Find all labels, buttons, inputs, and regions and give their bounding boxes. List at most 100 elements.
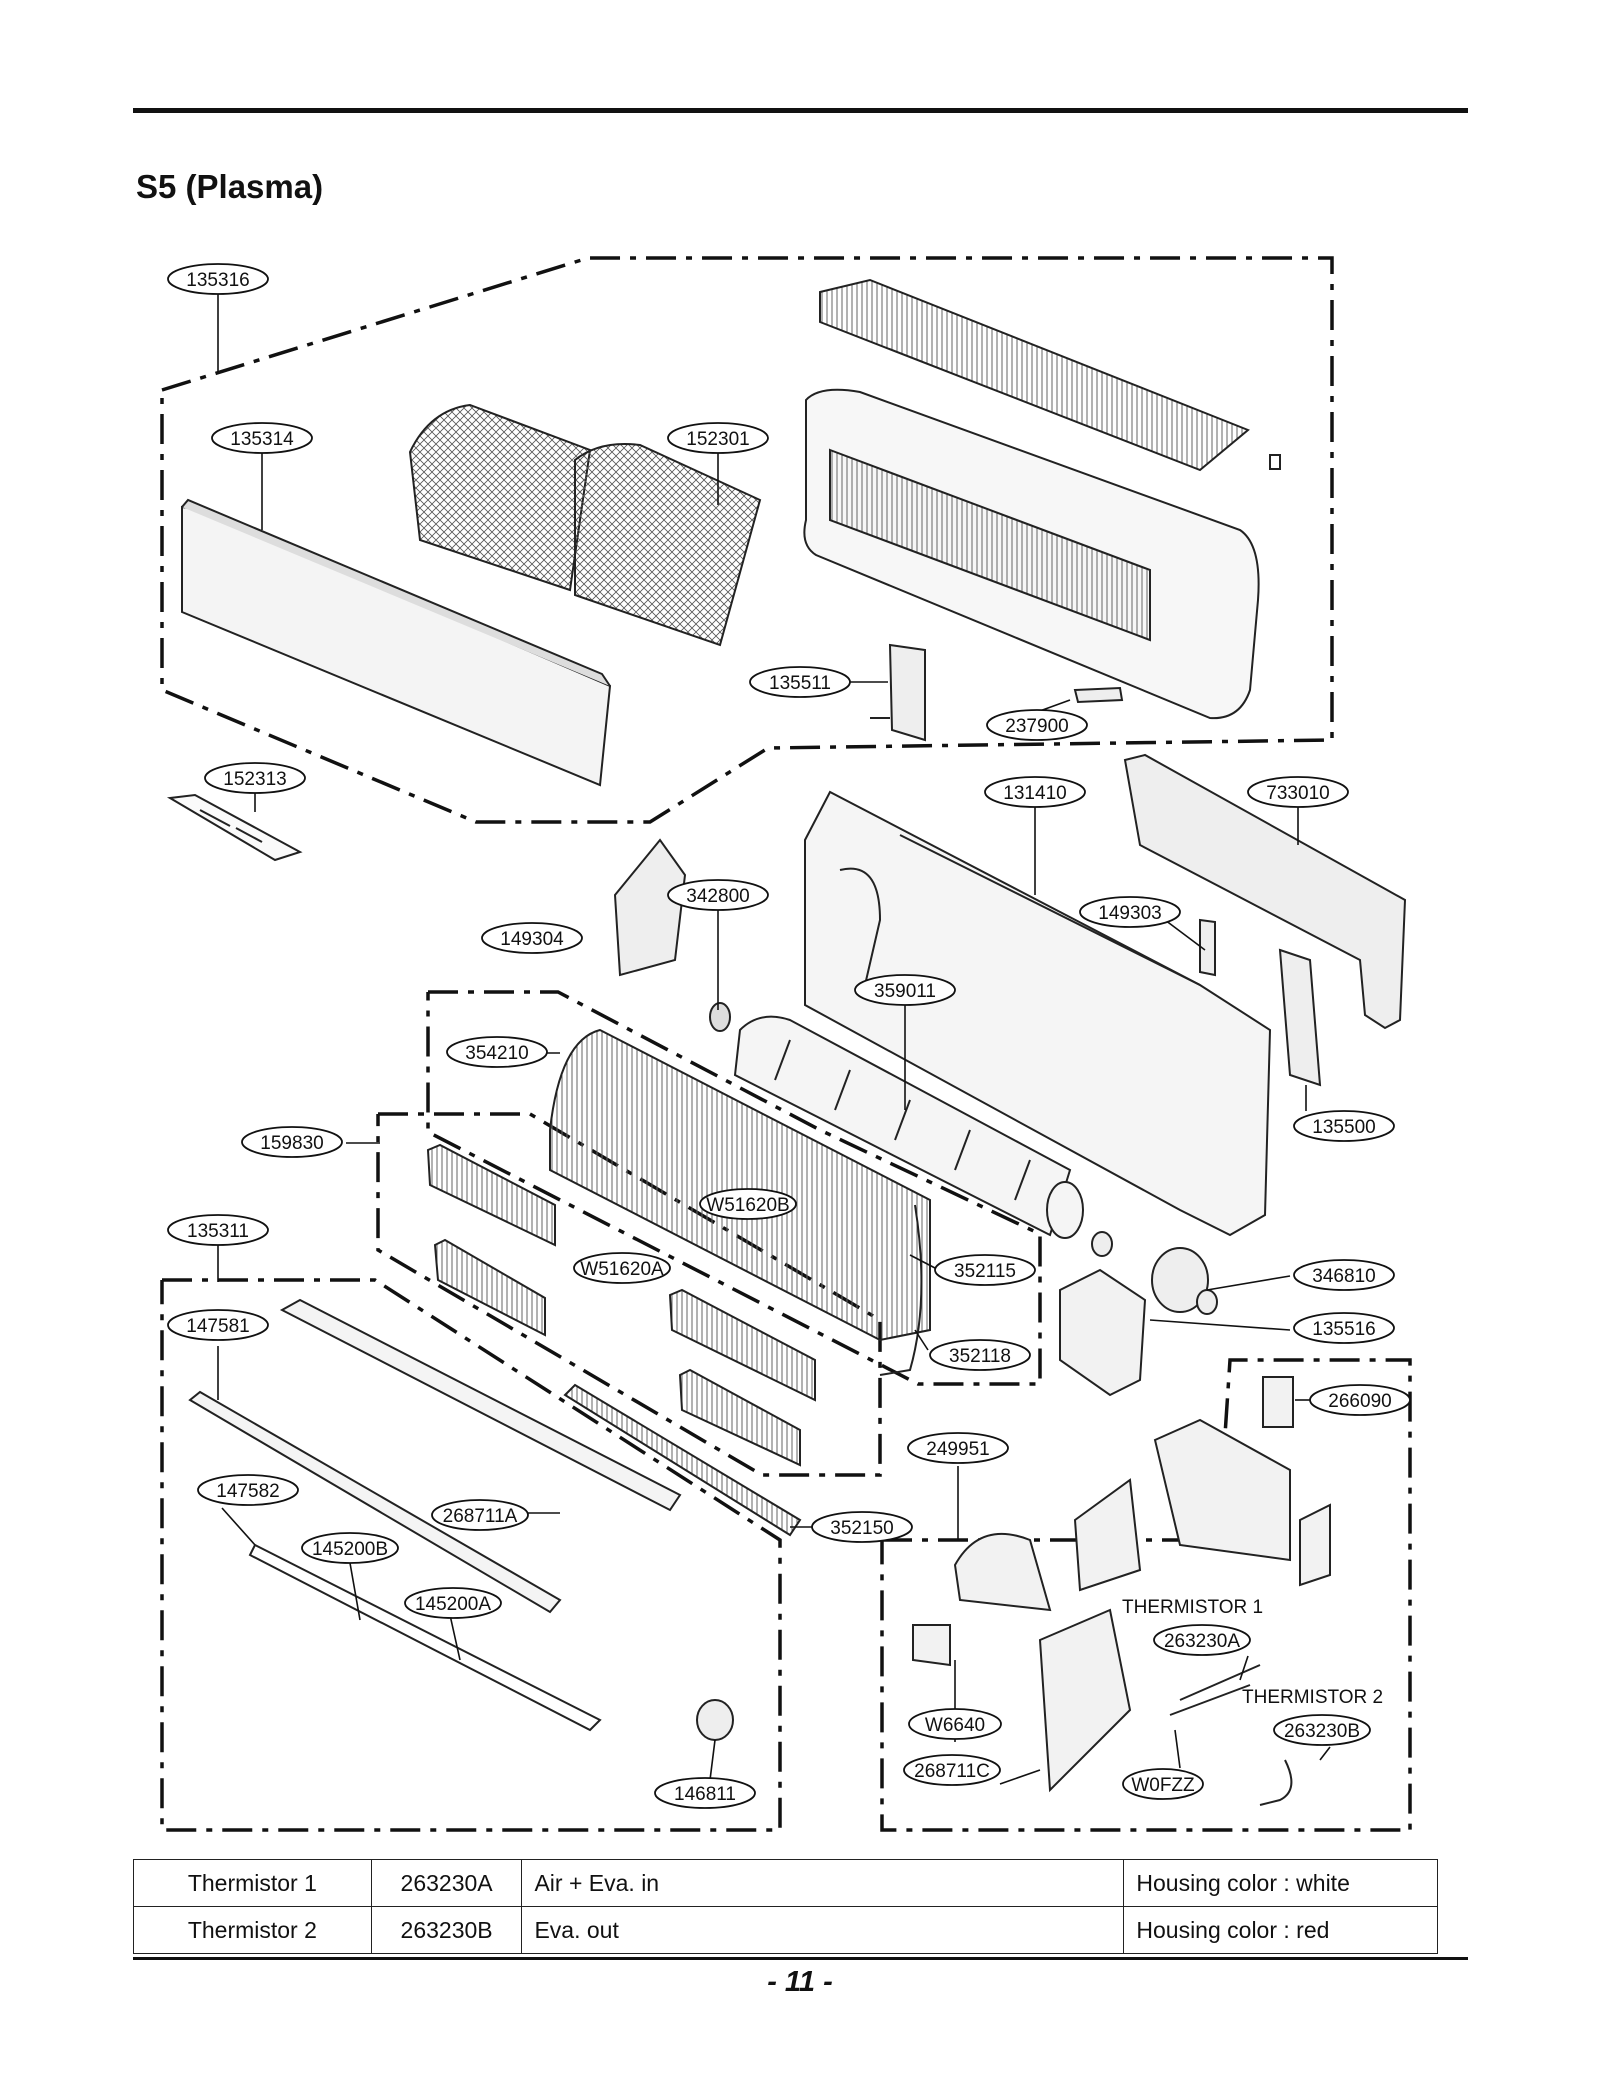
svg-text:152313: 152313: [223, 769, 286, 790]
svg-text:135316: 135316: [186, 270, 249, 291]
svg-text:159830: 159830: [260, 1133, 323, 1154]
callout-147582: 147582: [197, 1474, 299, 1506]
callout-147581: 147581: [167, 1309, 269, 1341]
callout-146811: 146811: [654, 1777, 756, 1809]
top-rule: [133, 108, 1468, 113]
callout-149304: 149304: [481, 922, 583, 954]
fan-motor: [1091, 1231, 1218, 1315]
thermistor-1-caption: THERMISTOR 1: [1122, 1597, 1263, 1618]
thermistors: [1169, 1664, 1293, 1806]
svg-text:145200A: 145200A: [415, 1594, 491, 1615]
thermistor-captions: THERMISTOR 1 THERMISTOR 2: [1122, 1597, 1383, 1708]
svg-text:135500: 135500: [1312, 1117, 1375, 1138]
plasma-filter: [166, 793, 303, 862]
svg-text:W51620B: W51620B: [706, 1195, 789, 1216]
callout-W51620B: W51620B: [699, 1188, 797, 1220]
evaporator-group-outline: [426, 990, 1042, 1386]
svg-text:147581: 147581: [186, 1316, 249, 1337]
svg-text:135511: 135511: [769, 673, 831, 694]
vane-group-outline: [160, 1278, 782, 1832]
callout-263230B: 263230B: [1273, 1714, 1371, 1746]
step-motor: [696, 1699, 734, 1741]
svg-text:268711C: 268711C: [914, 1761, 990, 1782]
callout-352115: 352115: [934, 1254, 1036, 1286]
callout-135516: 135516: [1293, 1312, 1395, 1344]
svg-text:152301: 152301: [686, 429, 749, 450]
callout-237900: 237900: [986, 709, 1088, 741]
svg-text:149303: 149303: [1098, 903, 1161, 924]
part-code-cell: 263230A: [370, 1859, 523, 1907]
svg-text:346810: 346810: [1312, 1266, 1375, 1287]
left-bracket: [613, 838, 687, 977]
svg-text:263230B: 263230B: [1284, 1721, 1360, 1742]
svg-text:145200B: 145200B: [312, 1539, 388, 1560]
installation-plate: [1123, 753, 1407, 1030]
svg-text:135516: 135516: [1312, 1319, 1375, 1340]
svg-text:263230A: 263230A: [1164, 1631, 1240, 1652]
motor-cover: [1059, 1268, 1147, 1397]
callout-152313: 152313: [204, 762, 306, 794]
svg-text:146811: 146811: [674, 1784, 736, 1805]
svg-text:W51620A: W51620A: [580, 1259, 664, 1280]
callout-249951: 249951: [907, 1432, 1009, 1464]
svg-text:268711A: 268711A: [443, 1506, 518, 1527]
right-bracket: [1199, 918, 1216, 977]
callout-W6640: W6640: [908, 1708, 1002, 1740]
svg-text:354210: 354210: [465, 1043, 528, 1064]
svg-text:131410: 131410: [1003, 783, 1066, 804]
svg-text:249951: 249951: [926, 1439, 989, 1460]
callout-159830: 159830: [241, 1126, 343, 1158]
callout-135314: 135314: [211, 422, 313, 454]
callout-346810: 346810: [1293, 1259, 1395, 1291]
housing-cell: Housing color : white: [1123, 1859, 1438, 1907]
vertical-louvers: [426, 1143, 816, 1467]
callout-263230A: 263230A: [1153, 1624, 1251, 1656]
callout-145200A: 145200A: [404, 1587, 502, 1619]
callout-135316: 135316: [167, 263, 269, 295]
svg-text:342800: 342800: [686, 886, 749, 907]
callout-135511: 135511: [749, 666, 851, 698]
control-box-parts: [912, 1376, 1331, 1793]
thermistor-name-cell: Thermistor 1: [133, 1859, 372, 1907]
front-panel-group-outline: [160, 256, 1334, 824]
chassis: [804, 790, 1272, 1237]
leader-lines: [217, 293, 1331, 1785]
callout-359011: 359011: [854, 974, 956, 1006]
callout-352118: 352118: [929, 1339, 1031, 1371]
table-row: Thermistor 2 263230B Eva. out Housing co…: [133, 1906, 1438, 1954]
svg-text:352118: 352118: [949, 1346, 1011, 1367]
thermistor-spec-table: Thermistor 1 263230A Air + Eva. in Housi…: [133, 1859, 1438, 1954]
display-window: [1073, 686, 1124, 704]
callout-149303: 149303: [1079, 896, 1181, 928]
location-cell: Eva. out: [521, 1906, 1125, 1954]
page-number: - 11 -: [767, 1966, 833, 1998]
evaporator: [549, 1028, 931, 1376]
vanes: [188, 1298, 682, 1732]
top-grille: [819, 278, 1250, 472]
svg-text:359011: 359011: [874, 981, 936, 1002]
callout-135311: 135311: [167, 1214, 269, 1246]
side-brackets: [613, 838, 1322, 1087]
housing-cell: Housing color : red: [1123, 1906, 1438, 1954]
callout-145200B: 145200B: [301, 1532, 399, 1564]
louver-group-outline: [376, 1112, 882, 1477]
bottom-rule: [133, 1957, 1468, 1960]
air-filters: [408, 403, 762, 647]
callout-W0FZZ: W0FZZ: [1122, 1768, 1204, 1800]
svg-text:135314: 135314: [230, 429, 294, 450]
callout-152301: 152301: [667, 422, 769, 454]
thermistor-name-cell: Thermistor 2: [133, 1906, 372, 1954]
callout-135500: 135500: [1293, 1110, 1395, 1142]
thermistor-2-caption: THERMISTOR 2: [1242, 1687, 1383, 1708]
location-cell: Air + Eva. in: [521, 1859, 1125, 1907]
svg-text:352115: 352115: [954, 1261, 1016, 1282]
callout-354210: 354210: [446, 1036, 548, 1068]
svg-text:149304: 149304: [500, 929, 564, 950]
callout-266090: 266090: [1309, 1384, 1411, 1416]
callout-342800: 342800: [667, 879, 769, 911]
callout-131410: 131410: [984, 776, 1086, 808]
part-code-cell: 263230B: [370, 1906, 523, 1954]
display-cover: [870, 643, 926, 742]
cross-flow-fan: [733, 1015, 1084, 1239]
callout-733010: 733010: [1247, 776, 1349, 808]
